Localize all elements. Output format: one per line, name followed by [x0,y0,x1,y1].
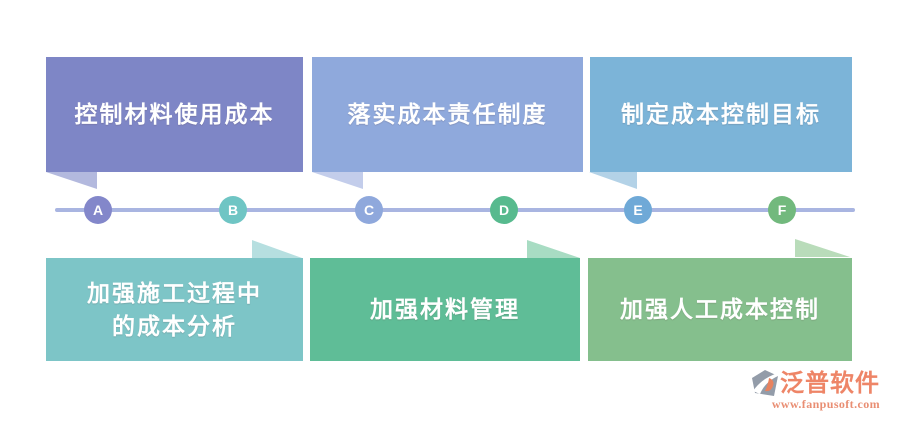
timeline-point-letter: A [92,202,104,218]
pointer-wedge-down-c [312,172,363,189]
fanpu-logo-icon [752,370,779,397]
pointer-wedge-down-a [46,172,97,189]
top-box-label: 制定成本控制目标 [621,101,821,127]
top-box-label: 落实成本责任制度 [347,101,548,127]
bottom-box-label-line1: 加强施工过程中 [87,279,262,306]
timeline-point-letter: F [777,202,787,218]
bottom-box-material-management: 加强材料管理 [310,258,580,361]
pointer-wedge-up-d [527,240,580,258]
timeline-point-a: A [84,196,112,224]
timeline-line [55,208,855,212]
timeline-point-letter: B [227,202,239,218]
top-box-cost-control-target: 制定成本控制目标 [590,57,852,172]
fanpu-logo: 泛普软件 www.fanpusoft.com [752,370,880,412]
top-box-label: 控制材料使用成本 [74,101,275,127]
bottom-box-label-line2: 的成本分析 [112,312,237,339]
bottom-box-label-line1: 加强人工成本控制 [620,296,820,322]
pointer-wedge-down-e [589,172,637,189]
fanpu-logo-text: 泛普软件 [780,369,880,397]
pointer-wedge-up-f [795,239,850,257]
timeline-point-f: F [768,196,796,224]
timeline-point-d: D [490,196,518,224]
timeline-point-b: B [219,196,247,224]
top-box-cost-responsibility: 落实成本责任制度 [312,57,583,172]
timeline-point-e: E [624,196,652,224]
top-box-control-material-cost: 控制材料使用成本 [46,57,303,172]
timeline-point-letter: E [633,202,643,218]
fanpu-website-url: www.fanpusoft.com [771,397,880,411]
bottom-box-labor-cost-control: 加强人工成本控制 [588,258,852,361]
bottom-box-label-line1: 加强材料管理 [370,296,520,322]
pointer-wedge-up-b [252,240,302,258]
timeline-point-letter: D [498,202,510,218]
bottom-box-construction-cost-analysis: 加强施工过程中 的成本分析 [46,258,303,361]
timeline-point-c: C [355,196,383,224]
timeline-point-letter: C [363,202,375,218]
